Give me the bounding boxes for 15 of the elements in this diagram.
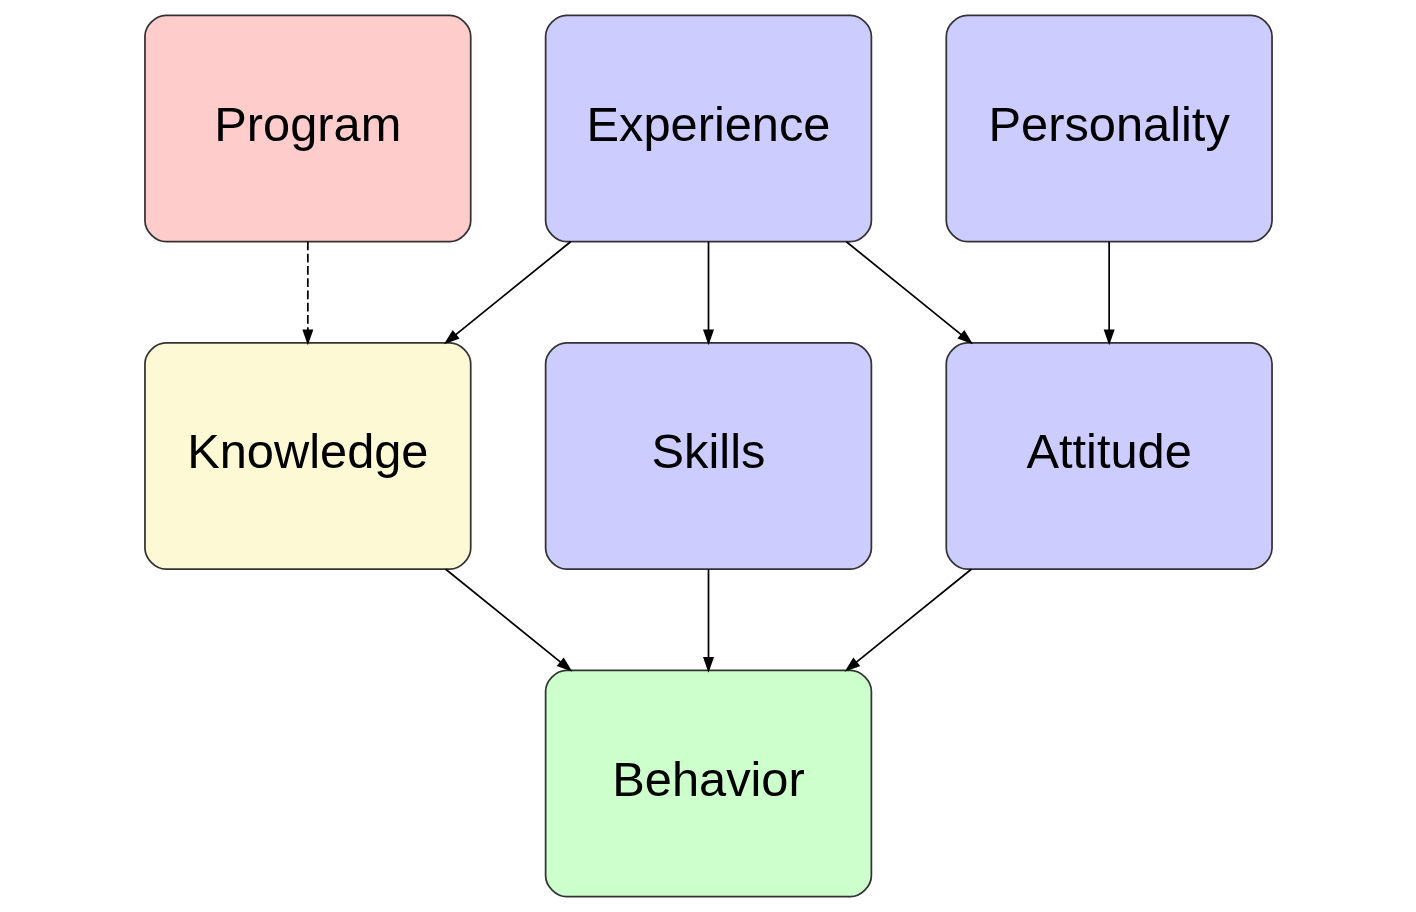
arrow (702, 240, 714, 346)
node-box: Experience (544, 14, 872, 243)
node-box: Personality (944, 14, 1273, 243)
node-box: Skills (544, 341, 872, 571)
arrow (702, 568, 714, 673)
node-box: Program (143, 14, 472, 243)
node-box: Knowledge (143, 341, 472, 571)
node-box: Behavior (544, 669, 872, 898)
arrow (844, 568, 972, 672)
arrow (443, 240, 571, 345)
arrow (1103, 240, 1115, 346)
node-box: Attitude (944, 341, 1273, 571)
arrow (301, 240, 313, 346)
arrow (845, 240, 973, 345)
arrow (444, 568, 572, 672)
